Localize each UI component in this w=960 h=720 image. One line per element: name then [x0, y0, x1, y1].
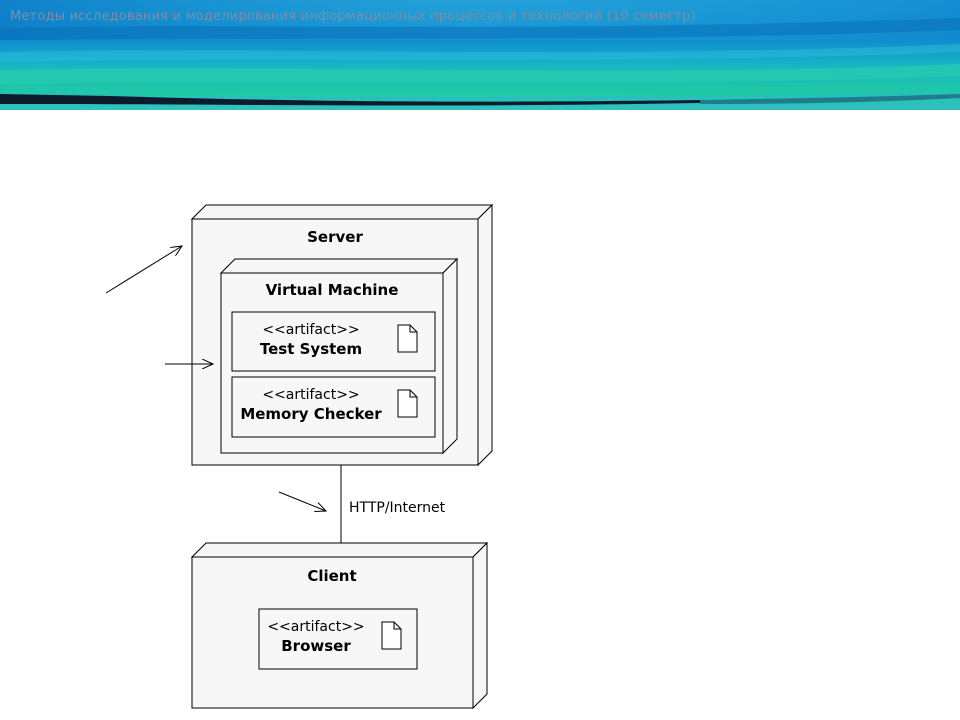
server-node-side-face [477, 203, 493, 467]
server-node-top-face [190, 204, 494, 220]
artifact-stereotype: <<artifact>> [267, 619, 364, 635]
header-title: Методы исследования и моделирования инфо… [10, 9, 696, 24]
artifact-name: Test System [260, 340, 362, 358]
pointer-arrow-server [105, 246, 182, 294]
banner-background [0, 0, 960, 110]
server-label: Server [307, 228, 363, 246]
document-icon [397, 389, 418, 418]
document-icon [381, 621, 402, 650]
artifact-stereotype: <<artifact>> [262, 322, 359, 338]
artifact-test-system: <<artifact>> Test System [231, 311, 436, 372]
pointer-arrow-connection [278, 491, 326, 511]
artifact-name: Memory Checker [240, 405, 382, 423]
vm-node-side-face [442, 257, 458, 455]
artifact-browser: <<artifact>> Browser [258, 608, 418, 670]
client-node-side-face [472, 541, 488, 710]
artifact-memory-checker: <<artifact>> Memory Checker [231, 376, 436, 438]
connection-label: HTTP/Internet [349, 500, 446, 516]
vm-label: Virtual Machine [266, 281, 399, 299]
header-banner: Методы исследования и моделирования инфо… [0, 0, 960, 110]
vm-node-top-face [219, 258, 459, 274]
document-icon [397, 324, 418, 353]
client-node-top-face [190, 542, 489, 558]
artifact-stereotype: <<artifact>> [262, 387, 359, 403]
artifact-name: Browser [281, 637, 351, 655]
client-label: Client [307, 567, 356, 585]
